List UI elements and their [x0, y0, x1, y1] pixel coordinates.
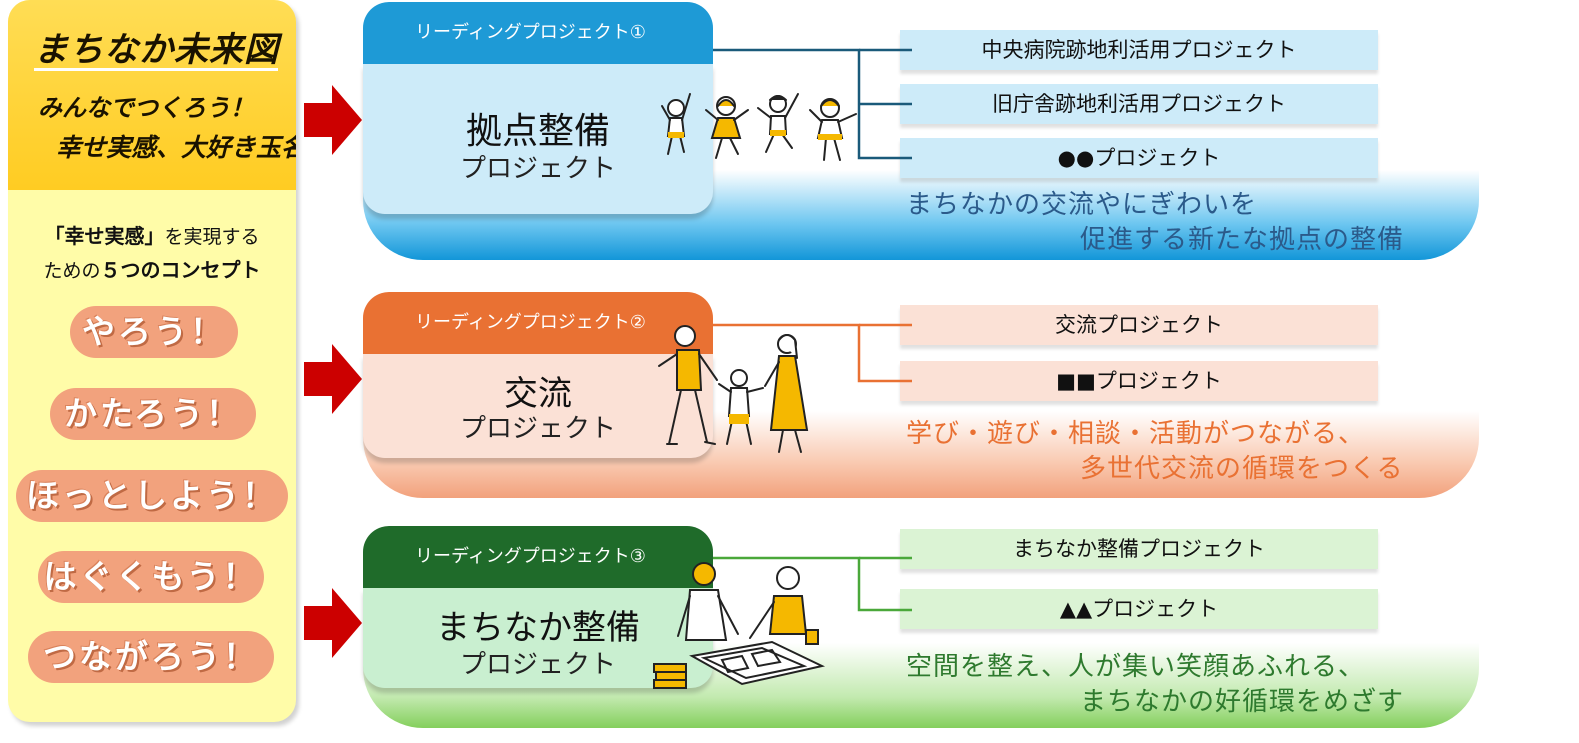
concept-pill-2: かたろう！ — [50, 388, 256, 440]
project-3-card: まちなか整備 プロジェクト — [363, 588, 713, 688]
project-1-tagline-2: 促進する新たな拠点の整備 — [1080, 225, 1405, 255]
project-2-sub-item-1: 交流プロジェクト — [900, 305, 1378, 345]
project-1-tab: リーディングプロジェクト① — [363, 2, 713, 64]
intro-quote: 「幸せ実感」 — [44, 224, 165, 248]
project-1-sub-item-1: 中央病院跡地利活用プロジェクト — [900, 30, 1378, 70]
planning-people-illustration — [653, 562, 826, 689]
project-3-tagline-1: 空間を整え、人が集い笑顔あふれる、 — [906, 652, 1366, 682]
project-2-tagline-1: 学び・遊び・相談・活動がつながる、 — [906, 419, 1366, 449]
concept-pill-3: ほっとしよう！ — [16, 470, 288, 522]
project-3-title: まちなか整備 — [436, 608, 640, 648]
jumping-kids-illustration — [661, 93, 857, 161]
project-1-tagline-1: まちなかの交流やにぎわいを — [906, 190, 1258, 220]
project-3-sub-item-2: ▲▲プロジェクト — [900, 589, 1378, 629]
family-walking-illustration — [658, 325, 809, 453]
concept-pill-1: やろう！ — [70, 306, 238, 358]
project-3-tagline-2: まちなかの好循環をめざす — [1080, 687, 1405, 717]
right-arrow-icon — [304, 85, 362, 155]
right-arrow-icon — [304, 588, 362, 658]
project-2-subtitle: プロジェクト — [459, 414, 616, 444]
concept-pill-5: つながろう！ — [28, 631, 274, 683]
project-3-subtitle: プロジェクト — [459, 650, 616, 680]
project-1-card: 拠点整備 プロジェクト — [363, 64, 713, 214]
project-2-sub-item-2: ■■プロジェクト — [900, 361, 1378, 401]
right-arrow-icon — [304, 344, 362, 414]
brand-slogan-1: みんなでつくろう！ — [38, 93, 254, 122]
project-2-title: 交流 — [504, 374, 572, 414]
brand-title: まちなか未来図 — [34, 30, 279, 70]
project-1-sub-item-2: 旧庁舎跡地利活用プロジェクト — [900, 84, 1378, 124]
brand-header: まちなか未来図 みんなでつくろう！ 幸せ実感、大好き玉名 — [8, 0, 296, 190]
project-3-tab: リーディングプロジェクト③ — [363, 526, 713, 588]
project-1-sub-item-3: ●●プロジェクト — [900, 138, 1378, 178]
concept-pill-4: はぐくもう！ — [38, 551, 264, 603]
project-2-tab: リーディングプロジェクト② — [363, 292, 713, 354]
concept-panel: まちなか未来図 みんなでつくろう！ 幸せ実感、大好き玉名 「幸せ実感」を実現する… — [8, 0, 296, 722]
project-2-tagline-2: 多世代交流の循環をつくる — [1080, 454, 1404, 484]
intro-highlight: ５つのコンセプト — [100, 258, 261, 282]
intro-rest: を実現する — [164, 226, 260, 248]
project-3-sub-item-1: まちなか整備プロジェクト — [900, 529, 1378, 569]
project-1-subtitle: プロジェクト — [459, 154, 616, 184]
project-1-title: 拠点整備 — [465, 111, 610, 152]
brand-divider — [34, 68, 278, 71]
brand-slogan-2: 幸せ実感、大好き玉名 — [56, 133, 296, 162]
intro-prefix: ための — [43, 260, 101, 282]
concept-intro: 「幸せ実感」を実現する ための５つのコンセプト — [8, 220, 296, 288]
project-2-card: 交流 プロジェクト — [363, 354, 713, 458]
